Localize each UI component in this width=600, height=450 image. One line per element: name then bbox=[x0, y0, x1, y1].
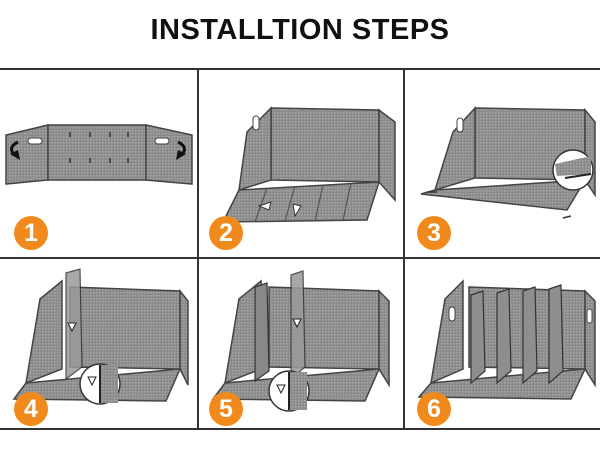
step-number-badge: 3 bbox=[417, 216, 451, 250]
step-4: 4 bbox=[0, 259, 197, 428]
insert-screws-icon bbox=[420, 106, 596, 219]
insert-divider-icon bbox=[12, 268, 189, 405]
step-number-badge: 6 bbox=[417, 392, 451, 426]
finished-organizer-icon bbox=[417, 279, 596, 400]
step-2: 2 bbox=[199, 70, 403, 257]
page-title: INSTALLTION STEPS bbox=[150, 14, 450, 46]
step-number-badge: 1 bbox=[14, 216, 48, 250]
grid-divider bbox=[197, 68, 199, 430]
unfold-panels-icon bbox=[5, 124, 193, 185]
fold-base-icon bbox=[221, 106, 396, 223]
step-number-badge: 5 bbox=[209, 392, 243, 426]
steps-grid bbox=[0, 68, 600, 430]
step-1: 1 bbox=[0, 70, 197, 257]
step-number-badge: 2 bbox=[209, 216, 243, 250]
step-6: 6 bbox=[405, 259, 600, 428]
grid-divider bbox=[0, 257, 600, 259]
step-number-badge: 4 bbox=[14, 392, 48, 426]
grid-divider bbox=[403, 68, 405, 430]
step-3: 3 bbox=[405, 70, 600, 257]
step-5: 5 bbox=[199, 259, 403, 428]
